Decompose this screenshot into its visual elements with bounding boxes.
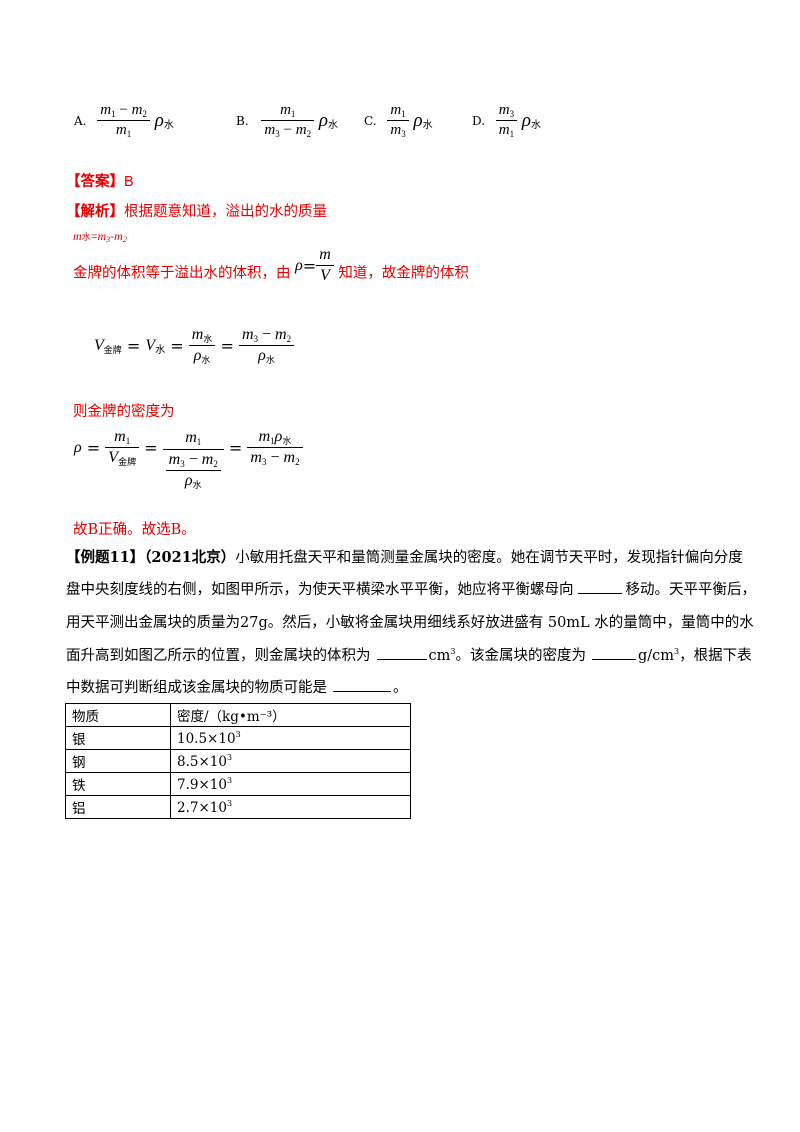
analysis-text: 根据题意知道，溢出的水的质量: [124, 204, 327, 220]
density-cell: 2.7×103: [170, 795, 411, 819]
example-line-2: 盘中央刻度线的右侧，如图甲所示，为使天平横梁水平平衡，她应将平衡螺母向移动。天平…: [66, 582, 756, 598]
material-cell: 银: [65, 726, 171, 750]
option-d: D. m3 m1 ρ水: [472, 102, 542, 140]
table-row: 铝 2.7×103: [65, 795, 411, 819]
table-row: 铁 7.9×103: [65, 772, 411, 796]
table-row: 银 10.5×103: [65, 726, 411, 750]
density-cell: 8.5×103: [170, 749, 411, 773]
density-cell: 10.5×103: [170, 726, 411, 750]
table-header-cell: 密度/（kg•m⁻³）: [170, 703, 411, 727]
material-cell: 铁: [65, 772, 171, 796]
answer-line: 【答案】B: [66, 170, 134, 191]
blank-direction[interactable]: [577, 593, 622, 594]
fraction: m1 − m2 m1: [97, 102, 150, 140]
mass-equation: m水=m3-m2: [73, 229, 127, 244]
example-line-1: 【例题11】（2021北京）小敏用托盘天平和量筒测量金属块的密度。她在调节天平时…: [66, 546, 743, 567]
analysis-text: 则金牌的密度为: [73, 404, 175, 420]
option-letter: D.: [472, 113, 486, 128]
analysis-conclusion: 故B正确。故选B。: [73, 522, 196, 538]
analysis-text: 金牌的体积等于溢出水的体积，由: [73, 265, 291, 282]
table-header-row: 物质 密度/（kg•m⁻³）: [65, 703, 411, 727]
fraction: m1 m3: [387, 102, 409, 140]
blank-material[interactable]: [333, 691, 391, 692]
example-label: 【例题11】: [66, 549, 145, 566]
option-letter: B.: [236, 113, 249, 128]
material-cell: 铝: [65, 795, 171, 819]
analysis-label: 【解析】: [66, 203, 124, 220]
example-source: （2021北京）: [144, 549, 236, 566]
blank-volume[interactable]: [376, 659, 427, 660]
option-letter: A.: [74, 113, 87, 128]
table-row: 钢 8.5×103: [65, 749, 411, 773]
table-header-cell: 物质: [65, 703, 171, 727]
answer-label: 【答案】: [66, 173, 124, 190]
example-line-5: 中数据可判断组成该金属块的物质可能是。: [66, 680, 408, 696]
example-text: 小敏用托盘天平和量筒测量金属块的密度。她在调节天平时，发现指针偏向分度: [235, 550, 743, 566]
example-line-3: 用天平测出金属块的质量为27g。然后，小敏将金属块用细线系好放进盛有 50mL …: [66, 615, 754, 631]
fraction: m3 m1: [495, 102, 518, 140]
option-letter: C.: [364, 113, 377, 128]
option-b: B. m1 m3 − m2 ρ水: [236, 102, 338, 140]
analysis-text: 知道，故金牌的体积: [338, 265, 469, 282]
density-cell: 7.9×103: [170, 772, 411, 796]
option-c: C. m1 m3 ρ水: [364, 102, 433, 140]
blank-density[interactable]: [591, 659, 636, 660]
answer-value: B: [124, 174, 134, 190]
analysis-line-3: 则金牌的密度为: [73, 400, 175, 421]
analysis-line-1: 【解析】根据题意知道，溢出的水的质量: [66, 200, 327, 221]
density-table: 物质 密度/（kg•m⁻³） 银 10.5×103 钢 8.5×103 铁 7.…: [65, 703, 411, 819]
material-cell: 钢: [65, 749, 171, 773]
fraction: m1 m3 − m2: [261, 102, 315, 140]
option-a: A. m1 − m2 m1 ρ水: [74, 102, 174, 140]
